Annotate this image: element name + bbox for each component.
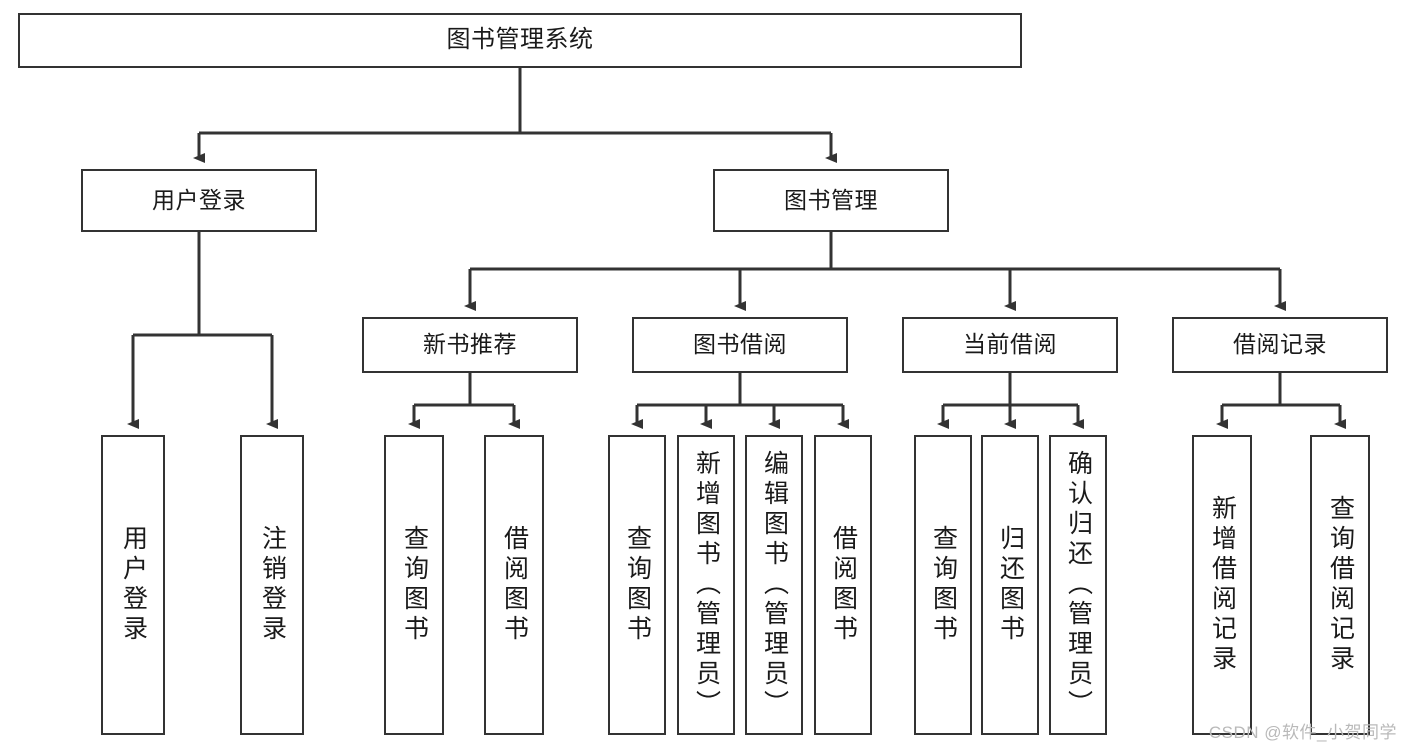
node-book-manage-label: 图书管理: [784, 186, 878, 213]
node-leaf-borrow-book-1-label: 借阅图书: [500, 525, 529, 645]
node-root[interactable]: 图书管理系统: [18, 13, 1022, 68]
node-leaf-edit-book[interactable]: 编辑图书（管理员）: [745, 435, 803, 735]
csdn-watermark: CSDN @软件_小贺同学: [1208, 723, 1397, 742]
node-leaf-add-record-label: 新增借阅记录: [1208, 495, 1237, 675]
node-leaf-query-book-2-label: 查询图书: [623, 525, 652, 645]
node-leaf-return-book[interactable]: 归还图书: [981, 435, 1039, 735]
node-leaf-query-book-1[interactable]: 查询图书: [384, 435, 444, 735]
node-leaf-user-logout[interactable]: 注销登录: [240, 435, 304, 735]
node-leaf-query-record-label: 查询借阅记录: [1326, 495, 1355, 675]
node-borrow-record-label: 借阅记录: [1233, 331, 1327, 358]
node-leaf-user-login-label: 用户登录: [119, 525, 148, 645]
node-leaf-query-record[interactable]: 查询借阅记录: [1310, 435, 1370, 735]
node-leaf-borrow-book-2-label: 借阅图书: [829, 525, 858, 645]
node-leaf-query-book-2[interactable]: 查询图书: [608, 435, 666, 735]
node-leaf-return-book-label: 归还图书: [996, 525, 1025, 645]
node-leaf-user-login[interactable]: 用户登录: [101, 435, 165, 735]
node-user-login-label: 用户登录: [152, 186, 246, 213]
node-new-book-recommend[interactable]: 新书推荐: [362, 317, 578, 373]
node-leaf-add-record[interactable]: 新增借阅记录: [1192, 435, 1252, 735]
node-current-borrow-label: 当前借阅: [963, 331, 1057, 358]
node-borrow-record[interactable]: 借阅记录: [1172, 317, 1388, 373]
node-leaf-borrow-book-2[interactable]: 借阅图书: [814, 435, 872, 735]
node-book-borrow[interactable]: 图书借阅: [632, 317, 848, 373]
node-leaf-edit-book-label: 编辑图书（管理员）: [760, 450, 789, 720]
node-leaf-add-book[interactable]: 新增图书（管理员）: [677, 435, 735, 735]
node-leaf-query-book-1-label: 查询图书: [400, 525, 429, 645]
node-leaf-confirm-return-label: 确认归还（管理员）: [1064, 450, 1093, 720]
node-new-book-recommend-label: 新书推荐: [423, 331, 517, 358]
node-leaf-user-logout-label: 注销登录: [258, 525, 287, 645]
node-book-borrow-label: 图书借阅: [693, 331, 787, 358]
node-root-label: 图书管理系统: [446, 26, 594, 54]
node-current-borrow[interactable]: 当前借阅: [902, 317, 1118, 373]
node-user-login[interactable]: 用户登录: [81, 169, 317, 232]
node-leaf-confirm-return[interactable]: 确认归还（管理员）: [1049, 435, 1107, 735]
node-leaf-borrow-book-1[interactable]: 借阅图书: [484, 435, 544, 735]
node-leaf-query-book-3[interactable]: 查询图书: [914, 435, 972, 735]
node-leaf-add-book-label: 新增图书（管理员）: [692, 450, 721, 720]
node-leaf-query-book-3-label: 查询图书: [929, 525, 958, 645]
node-book-manage[interactable]: 图书管理: [713, 169, 949, 232]
